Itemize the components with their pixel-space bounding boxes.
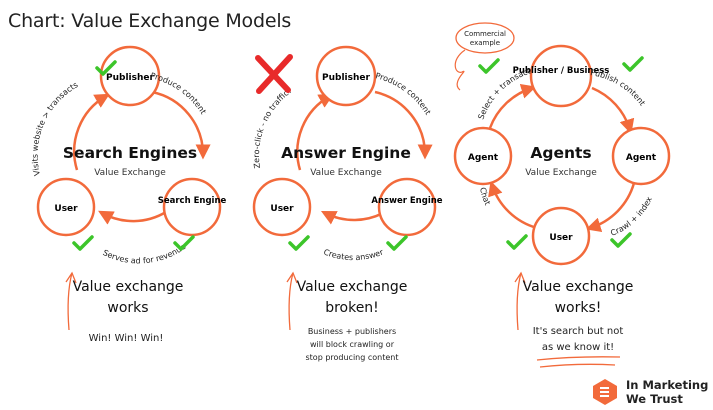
check-icon (386, 235, 408, 251)
node-user (36, 177, 96, 237)
caption-sub: It's search but not (533, 326, 624, 337)
pointer-arrow (288, 272, 294, 331)
node-label: Agent (626, 153, 657, 163)
node-user (531, 206, 591, 266)
callout-text: example (470, 39, 500, 47)
cycle-ring (72, 90, 211, 225)
edge-label: Select + transact (476, 66, 531, 120)
node-search-engine (162, 177, 222, 237)
center-title: Answer Engine (281, 144, 411, 162)
caption-sub: Win! Win! Win! (89, 333, 164, 344)
edge-label-path: Crawl + index (609, 195, 654, 238)
node-label: Publisher / Business (513, 66, 610, 76)
center-subtitle: Value Exchange (94, 168, 166, 178)
edge-label: Visits website > transacts (31, 80, 80, 176)
check-icon (72, 235, 94, 251)
center-title: Search Engines (63, 144, 197, 162)
caption-main: Value exchange (73, 279, 184, 295)
caption-main: works! (555, 300, 602, 316)
center-title: Agents (530, 144, 591, 162)
node-agent-left (453, 126, 513, 186)
caption-sub: stop producing content (306, 353, 399, 362)
node-agent-right (611, 126, 671, 186)
panel-agents: Publisher / Business Agent User Agent Ag… (453, 22, 671, 368)
brand-line: In Marketing (626, 378, 709, 392)
center-subtitle: Value Exchange (525, 168, 597, 178)
cross-icon (255, 54, 293, 94)
cycle-ring (488, 84, 636, 233)
edge-label: Publish content (590, 68, 647, 107)
node-answer-engine (377, 177, 437, 237)
page-title: Chart: Value Exchange Models (8, 10, 292, 32)
caption-main: Value exchange (297, 279, 408, 295)
caption-main: Value exchange (523, 279, 634, 295)
node-user (252, 177, 312, 237)
node-publisher-business (529, 44, 593, 108)
edge-label-path: Serves ad for revenue (101, 242, 187, 265)
edge-label-path: Select + transact (476, 66, 531, 120)
node-label: User (270, 204, 294, 214)
node-label: Search Engine (158, 196, 227, 206)
caption-sub: as we know it! (542, 342, 614, 353)
node-label: User (54, 204, 78, 214)
callout-squiggle (454, 49, 466, 91)
pointer-arrow (67, 272, 73, 331)
check-icon (506, 234, 528, 250)
panel-answer-engine: Publisher Answer Engine User Answer Engi… (252, 45, 443, 362)
node-publisher (315, 45, 377, 107)
edge-label-path: Chat (478, 186, 492, 206)
caption-sub: Business + publishers (308, 327, 396, 336)
node-label: Publisher (106, 73, 154, 83)
caption-main: works (107, 300, 148, 316)
pointer-arrowhead (65, 271, 77, 284)
edge-label: Serves ad for revenue (101, 242, 187, 265)
node-label: Publisher (322, 73, 370, 83)
edge-label: Crawl + index (609, 195, 654, 238)
check-icon (478, 58, 500, 74)
caption-sub: will block crawling or (310, 340, 395, 349)
edge-label: Chat (478, 186, 492, 206)
pointer-arrowhead (514, 271, 526, 284)
check-icon (610, 232, 632, 248)
panel-search-engines: Publisher Search Engine User Search Engi… (31, 45, 227, 344)
underline (539, 363, 616, 368)
node-label: Agent (468, 153, 499, 163)
check-icon (95, 60, 117, 76)
edge-label-path: Creates answer (322, 247, 385, 262)
node-label: User (549, 233, 573, 243)
brand-logo-icon (593, 379, 617, 405)
pointer-arrow (516, 272, 522, 331)
check-icon (288, 235, 310, 251)
callout-text: Commercial (464, 30, 506, 38)
pointer-arrowhead (286, 271, 298, 284)
brand-logo-block: In Marketing We Trust (592, 378, 712, 408)
node-label: Answer Engine (371, 196, 442, 206)
center-subtitle: Value Exchange (310, 168, 382, 178)
underline (536, 356, 621, 361)
node-label-line: Search Engine (158, 196, 227, 206)
callout-bubble (455, 22, 515, 54)
edge-label: Creates answer (322, 247, 385, 262)
check-icon (173, 235, 195, 251)
check-icon (622, 56, 644, 72)
brand-line: We Trust (626, 392, 683, 406)
brand-name: In Marketing We Trust (626, 378, 708, 406)
edge-label-path: Visits website > transacts (31, 80, 80, 176)
edge-label-path: Publish content (590, 68, 647, 107)
caption-main: broken! (325, 300, 379, 316)
